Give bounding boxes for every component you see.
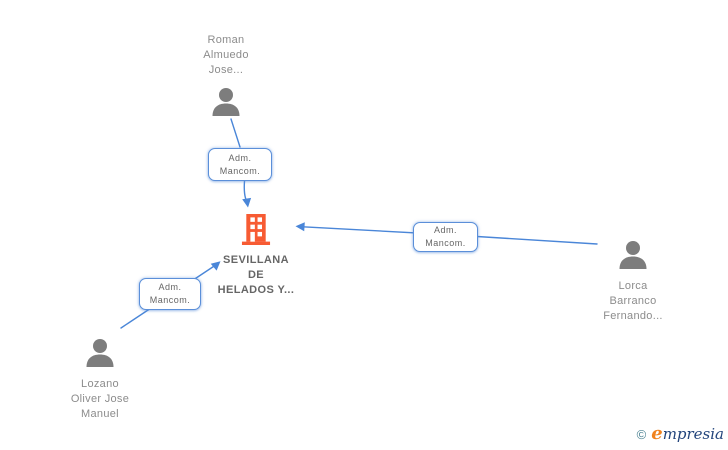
person-name-line: Oliver Jose: [70, 393, 130, 405]
brand-wordmark: empresia: [651, 423, 724, 444]
brand-first-letter: e: [651, 423, 663, 444]
person-name-line: Lozano: [81, 378, 119, 390]
edge-roman-to-box: [230, 118, 241, 148]
person-name-line: Roman: [207, 34, 245, 46]
person-silhouette-icon: [619, 241, 647, 269]
person-name-line: Jose...: [208, 64, 244, 76]
relation-label-line: Mancom.: [149, 295, 191, 305]
person-name-line: Almuedo: [203, 49, 249, 61]
edge-box-to-company: [243, 180, 248, 203]
relation-label-line: Mancom.: [425, 238, 466, 248]
relation-label-line: Adm.: [228, 152, 252, 163]
relation-box-lorca: Adm. Mancom.: [413, 222, 478, 252]
company-name-line: HELADOS Y...: [217, 284, 295, 296]
copyright-icon: ©: [636, 427, 647, 442]
company-name-line: SEVILLANA: [223, 254, 289, 266]
person-node-roman[interactable]: Roman Almuedo Jose...: [161, 33, 291, 116]
person-node-lorca[interactable]: Lorca Barranco Fernando...: [568, 241, 698, 324]
person-name-line: Fernando...: [603, 310, 663, 322]
person-name-line: Lorca: [618, 280, 648, 292]
arrowhead-up-right: [210, 261, 221, 271]
person-name-line: Barranco: [609, 295, 657, 307]
person-silhouette-icon: [212, 88, 240, 116]
relation-label-line: Adm.: [158, 282, 182, 292]
company-node[interactable]: SEVILLANA DE HELADOS Y...: [191, 214, 321, 298]
brand-rest: mpresia: [662, 425, 724, 443]
relation-box-roman: Adm. Mancom.: [208, 148, 272, 181]
person-silhouette-icon: [86, 339, 114, 367]
company-name-line: DE: [247, 269, 265, 281]
empresia-logo[interactable]: © empresia: [637, 423, 724, 444]
building-icon: [241, 214, 271, 245]
arrowhead-left: [295, 222, 305, 232]
person-node-lozano[interactable]: Lozano Oliver Jose Manuel: [35, 339, 165, 422]
relation-label-line: Adm.: [433, 225, 457, 235]
person-name-line: Manuel: [81, 408, 119, 420]
arrowhead-down: [242, 197, 252, 208]
relation-label-line: Mancom.: [219, 165, 261, 176]
relation-box-lozano: Adm. Mancom.: [139, 278, 201, 310]
